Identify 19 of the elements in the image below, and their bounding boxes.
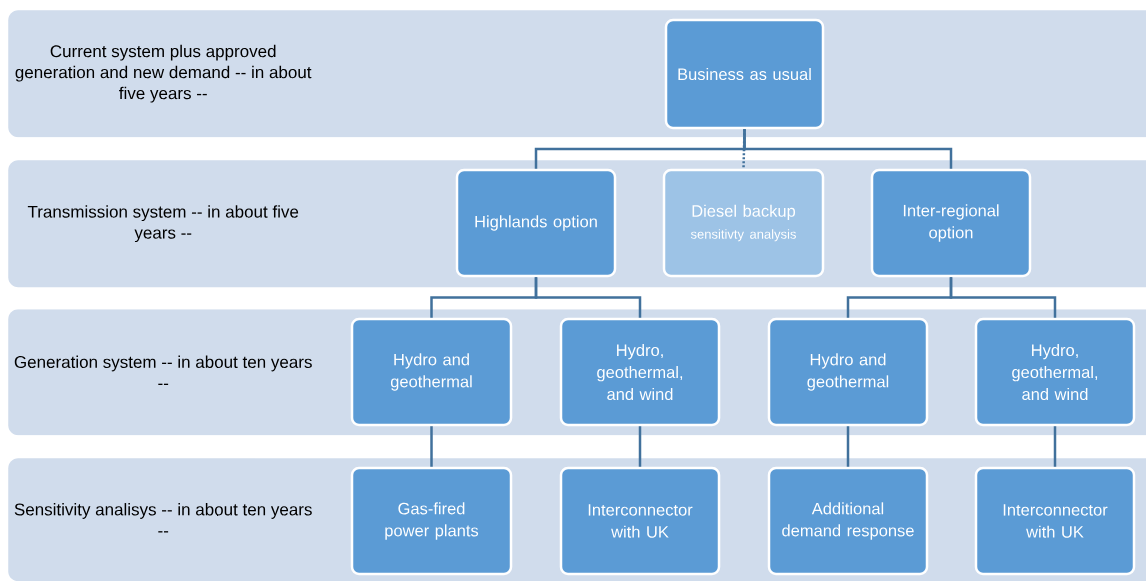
option-box: Highlands option — [455, 168, 617, 278]
option-box: Hydro, geothermal, and wind — [559, 317, 721, 427]
option-box: Diesel backup sensitivty analysis — [662, 168, 825, 278]
option-box: Hydro, geothermal, and wind — [974, 317, 1136, 427]
option-box: Hydro and geothermal — [767, 317, 929, 427]
option-box: Additional demand response — [767, 466, 929, 576]
option-box: Inter-regional option — [870, 168, 1032, 278]
option-box: Interconnector with UK — [559, 466, 721, 576]
connector — [1053, 426, 1057, 467]
option-box: Hydro and geothermal — [350, 317, 513, 427]
connector — [846, 426, 850, 467]
option-box: Interconnector with UK — [974, 466, 1136, 576]
connector — [430, 426, 433, 467]
option-box: Business as usual — [664, 18, 825, 130]
connector — [743, 129, 953, 169]
connector — [534, 277, 642, 318]
connector — [638, 426, 642, 467]
option-box: Gas-fired power plants — [350, 466, 513, 576]
connector — [949, 277, 1057, 318]
